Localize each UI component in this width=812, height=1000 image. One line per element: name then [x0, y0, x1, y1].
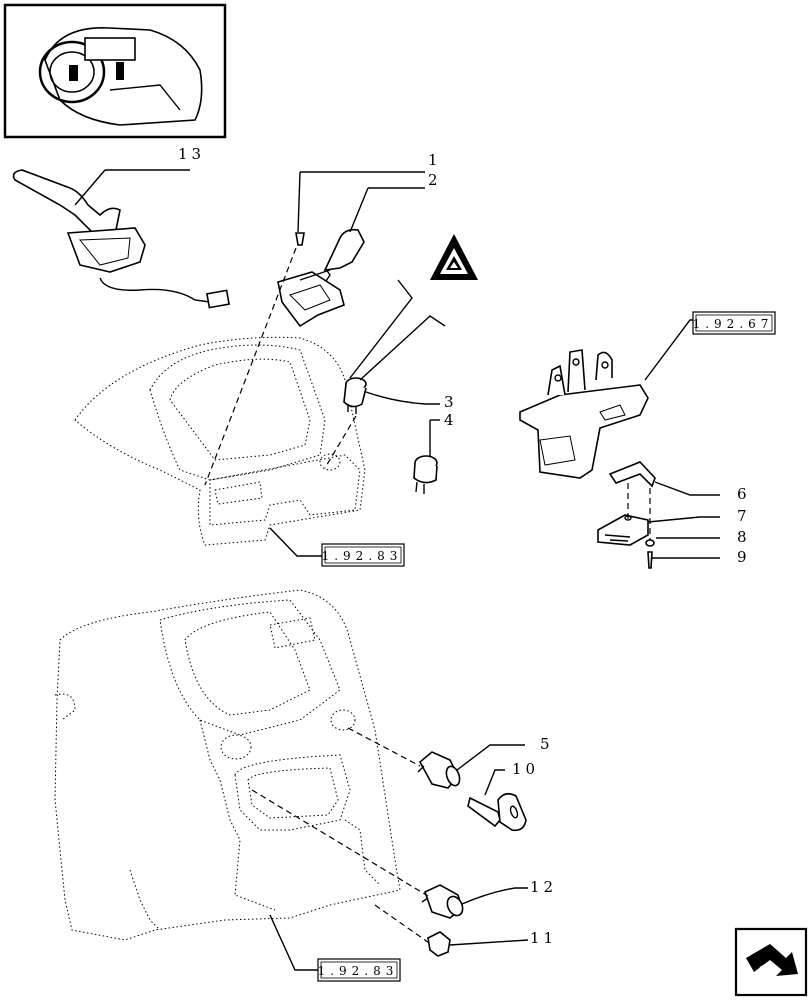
- part-11-cap: [427, 931, 451, 957]
- lower-leader-lines: [251, 727, 529, 971]
- part-5-switch: [417, 751, 461, 789]
- callout-10: 10: [512, 760, 539, 778]
- ref-label-bracket: 1.92.67: [693, 317, 774, 331]
- part-4-switch: [413, 455, 438, 494]
- part-9-screw: [647, 551, 653, 569]
- callout-13: 13: [178, 145, 205, 163]
- part-13-lever-assembly: [12, 169, 230, 309]
- callout-2: 2: [428, 171, 442, 189]
- callout-5: 5: [540, 735, 554, 753]
- upper-leader-lines: [74, 169, 446, 557]
- part-7-relay: [597, 514, 649, 546]
- ref-box-lower-dash: 1.92.83: [317, 958, 401, 982]
- bracket-assembly: [519, 349, 649, 479]
- callout-12: 12: [530, 878, 557, 896]
- callout-1: 1: [428, 151, 442, 169]
- callout-7: 7: [737, 507, 751, 525]
- part-2-lever-switch: [277, 228, 365, 328]
- ref-box-bracket: 1.92.67: [692, 311, 776, 335]
- callout-4: 4: [444, 411, 458, 429]
- callout-3: 3: [444, 393, 458, 411]
- lower-dashboard-outline: [54, 589, 401, 941]
- ref-box-upper-dash: 1.92.83: [321, 543, 405, 567]
- part-10-key: [467, 792, 527, 832]
- ref-label-upper-dash: 1.92.83: [322, 549, 403, 563]
- part-8-washer: [645, 539, 655, 547]
- hazard-triangle-icon: [430, 234, 478, 280]
- overview-thumbnail: [3, 3, 227, 139]
- callout-11: 11: [530, 929, 557, 947]
- callout-8: 8: [737, 528, 751, 546]
- callout-9: 9: [737, 548, 751, 566]
- part-1-screw: [295, 232, 305, 246]
- upper-dashboard-outline: [74, 336, 366, 546]
- part-3-switch: [343, 377, 367, 414]
- part-6-clip: [608, 461, 656, 488]
- callout-6: 6: [737, 485, 751, 503]
- ref-label-lower-dash: 1.92.83: [318, 964, 399, 978]
- part-12-ignition-switch: [421, 884, 464, 919]
- right-leader-lines: [627, 319, 720, 559]
- next-page-arrow-icon[interactable]: [734, 927, 808, 997]
